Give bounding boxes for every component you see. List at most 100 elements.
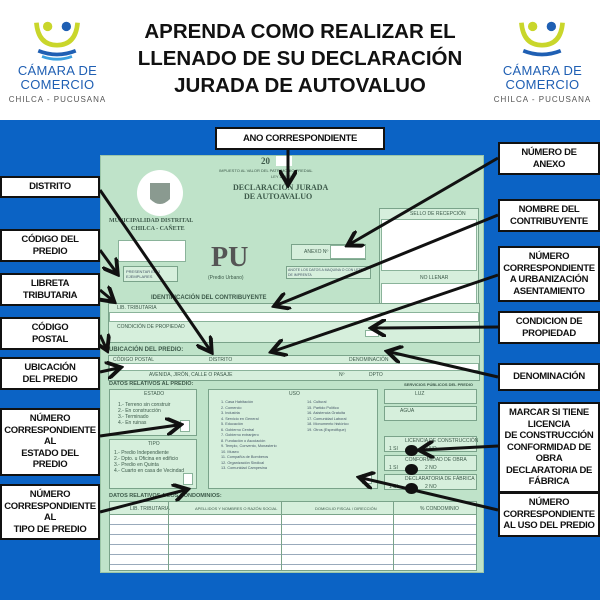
coat-of-arms-icon <box>137 170 183 216</box>
uso-item: 14. Cultural <box>307 400 327 404</box>
callout-line: NÚMERO CORRESPONDIENTE <box>503 251 595 274</box>
callout-line: UBICACIÓN <box>24 362 76 373</box>
logo-right: CÁMARA DE COMERCIO CHILCA - PUCUSANA <box>485 4 600 116</box>
callout-line: A URBANIZACIÓN <box>509 274 589 285</box>
licencia-label: LICENCIA DE CONSTRUCCIÓN <box>405 438 479 444</box>
estado-item: 2.- En construcción <box>118 408 161 414</box>
year-blank <box>276 156 292 166</box>
callout-line: TRIBUTARIA <box>22 289 78 301</box>
uso-item: 4. Servicio en General <box>221 416 259 421</box>
declaratoria-label: DECLARATORIA DE FÁBRICA <box>405 476 475 482</box>
si-option[interactable]: 1 SI <box>389 446 398 452</box>
contribuyente-name-input[interactable] <box>109 312 479 322</box>
marker-dot <box>405 464 418 475</box>
no-option[interactable]: 2 NO <box>425 465 437 471</box>
header: CÁMARA DE COMERCIO CHILCA - PUCUSANA APR… <box>0 0 600 120</box>
callout-line: ASENTAMIENTO <box>513 285 585 297</box>
callout-line: CONTRIBUYENTE <box>510 215 588 227</box>
nro-label: Nº <box>339 372 345 378</box>
col-header: APELLIDOS Y NOMBRES O RAZÓN SOCIAL <box>195 506 278 511</box>
sello-area <box>381 219 477 271</box>
callout-line: MARCAR SI TIENE LICENCIA <box>509 407 589 430</box>
tipo-label: TIPO <box>148 441 160 447</box>
estado-item: 1.- Terreno sin construir <box>118 402 171 408</box>
logo-left: CÁMARA DE COMERCIO CHILCA - PUCUSANA <box>0 4 115 116</box>
law-label: LEY 23552 <box>271 174 291 179</box>
no-option[interactable]: 2 NO <box>425 484 437 490</box>
callout-line: CORRESPONDIENTE AL <box>4 500 96 524</box>
ubicacion-input[interactable] <box>109 363 479 371</box>
uso-item: 5. Educación <box>221 422 243 426</box>
tipo-item: 2.- Dpto. u Oficina en edificio <box>114 456 179 462</box>
callout-line: DEL PREDIO <box>22 373 78 385</box>
declaration-form: MUNICIPALIDAD DISTRITAL CHILCA - CAÑETE … <box>100 155 484 573</box>
uso-input[interactable] <box>362 474 372 484</box>
callout-line: CONFORMIDAD DE OBRA <box>507 441 591 465</box>
callout-line: LIBRETA <box>30 278 70 289</box>
condicion-label: CONDICIÓN DE PROPIEDAD <box>117 324 185 330</box>
section-identificacion: IDENTIFICACIÓN DEL CONTRIBUYENTE <box>151 295 267 301</box>
si-option[interactable]: 1 SI <box>389 484 398 490</box>
municipality-place: CHILCA - CAÑETE <box>131 226 185 232</box>
agua-box: AGUA <box>384 406 477 421</box>
codigo-postal-label: CÓDIGO POSTAL <box>113 357 155 363</box>
callout-line: PREDIO <box>32 245 68 257</box>
denominacion-label: DENOMINACIÓN <box>349 357 389 363</box>
col-header: DOMICILIO FISCAL / DIRECCIÓN <box>315 506 377 511</box>
avenida-label: AVENIDA, JIRÓN, CALLE O PASAJE <box>149 372 233 378</box>
logo-sub: CHILCA - PUCUSANA <box>493 95 592 104</box>
agua-label: AGUA <box>400 408 415 414</box>
uso-item: 10. Museo <box>221 449 239 454</box>
tax-label: IMPUESTO AL VALOR DEL PATRIMONIO PREDIAL <box>219 168 313 173</box>
ubicacion-section: CÓDIGO POSTAL DISTRITO DENOMINACIÓN AVEN… <box>108 355 480 381</box>
tipo-input[interactable] <box>183 473 193 485</box>
distrito-label: DISTRITO <box>209 357 233 363</box>
condicion-input[interactable] <box>365 330 379 337</box>
anexo-label: ANEXO Nº <box>304 249 329 255</box>
uso-item: 18. Monumento histórico <box>307 422 349 426</box>
si-option[interactable]: 1 SI <box>389 465 398 471</box>
uso-item: 2. Comercio <box>221 405 242 410</box>
uso-item: 9. Templo, Convento, Monasterio <box>221 444 277 448</box>
callout-line: NÚMERO DE <box>521 147 577 158</box>
section-ubicacion: UBICACIÓN DEL PREDIO: <box>109 347 184 353</box>
codigo-predio-box[interactable] <box>118 240 186 262</box>
callout-line: ESTADO DEL PREDIO <box>21 447 79 471</box>
callout-line: TIPO DE PREDIO <box>13 523 87 535</box>
servicios-label: SERVICIOS PÚBLICOS DEL PREDIO <box>404 382 473 387</box>
estado-label: ESTADO <box>144 391 165 397</box>
callout-line: CÓDIGO DEL <box>21 234 79 245</box>
pu-sub: (Predio Urbano) <box>208 275 244 281</box>
callout-line: POSTAL <box>31 333 69 345</box>
section-condominios: DATOS RELATIVOS A LOS CONDOMINIOS: <box>109 493 222 499</box>
estado-item: 4.- En ruinas <box>118 420 147 426</box>
uso-item: 8. Fundación o Asociación <box>221 438 266 443</box>
anexo-input[interactable] <box>330 245 366 259</box>
callout-line: DE CONSTRUCCIÓN <box>504 430 594 441</box>
title-line: LLENADO DE SU DECLARACIÓN <box>137 47 463 70</box>
callout-line: AL USO DEL PREDIO <box>503 520 595 531</box>
logo-name: CÁMARA DE COMERCIO <box>502 63 583 92</box>
marker-dot <box>405 445 418 456</box>
tipo-item: 1.- Predio Independiente <box>114 450 169 456</box>
no-option[interactable]: 2 NO <box>425 446 437 452</box>
callout-denominacion: DENOMINACIÓN <box>498 363 600 391</box>
licencia-box: LICENCIA DE CONSTRUCCIÓN 1 SI 2 NO <box>384 436 479 452</box>
year-field: 20 <box>261 156 270 166</box>
col-header: LIB. TRIBUTARIA <box>130 506 170 512</box>
callout-line: CONDICION DE <box>515 316 583 327</box>
lib-tributaria-label: LIB. TRIBUTARIA <box>117 305 157 311</box>
tipo-item: 3.- Predio en Quinta <box>114 462 159 468</box>
uso-item: 15. Partido Político <box>307 405 339 410</box>
estado-input[interactable] <box>180 420 190 432</box>
title-line: APRENDA COMO REALIZAR EL <box>144 20 456 43</box>
uso-item: 13. Comunidad Campesina <box>221 466 268 470</box>
